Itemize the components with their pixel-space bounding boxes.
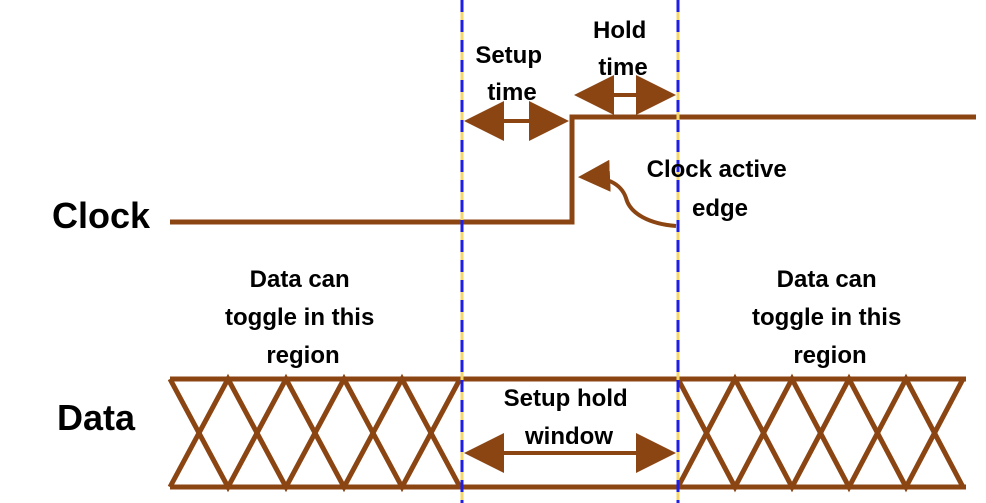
clock-signal-label: Clock [52,195,151,236]
data-toggle-region-right [675,373,966,493]
clock-active-edge-label: Clock active edge [647,156,794,222]
data-stable-window [462,376,678,490]
toggle-region-right-label: Data can toggle in this region [752,266,908,369]
data-signal-label: Data [57,397,136,438]
data-toggle-region-left [167,373,463,493]
toggle-region-left-label: Data can toggle in this region [225,266,381,369]
setup-time-label: Setup time [475,42,548,106]
hold-time-label: Hold time [593,17,653,81]
setup-hold-window-label: Setup hold window [504,385,635,450]
clock-waveform [170,114,976,225]
clock-edge-pointer-arrow [578,159,677,228]
